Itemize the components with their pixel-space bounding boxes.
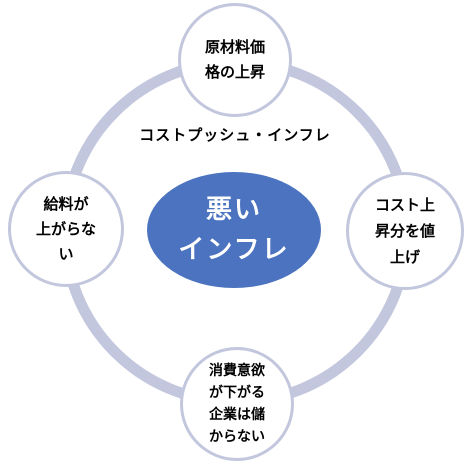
node-text-line: 企業は儲 bbox=[209, 407, 265, 423]
center-label-line-2: インフレ bbox=[178, 235, 290, 265]
node-text-line: からない bbox=[209, 429, 265, 445]
node-wages-not-rising: 給料が 上がらな い bbox=[8, 171, 124, 287]
node-cost-passed-to-prices: コスト上 昇分を値 上げ bbox=[346, 172, 464, 290]
center-circle: 悪い インフレ bbox=[147, 172, 321, 288]
node-text-line: 上がらな bbox=[35, 219, 96, 238]
node-text-line: が下がる bbox=[209, 385, 265, 401]
node-text-line: コスト上 bbox=[374, 196, 435, 214]
node-text-line: 格の上昇 bbox=[204, 63, 265, 81]
node-raw-material-price-rise: 原材料価 格の上昇 bbox=[178, 3, 292, 117]
node-text-line: い bbox=[58, 244, 74, 263]
node-consumption-falls: 消費意欲 が下がる 企業は儲 からない bbox=[180, 347, 294, 461]
node-text-line: 消費意欲 bbox=[209, 363, 265, 379]
node-text-line: 昇分を値 bbox=[374, 222, 435, 240]
node-text-line: 原材料価 bbox=[204, 38, 265, 56]
node-text-line: 上げ bbox=[389, 248, 420, 266]
node-text-line: 給料が bbox=[43, 194, 89, 213]
cycle-label: コストプッシュ・インフレ bbox=[139, 126, 331, 144]
center-label-line-1: 悪い bbox=[205, 195, 262, 225]
